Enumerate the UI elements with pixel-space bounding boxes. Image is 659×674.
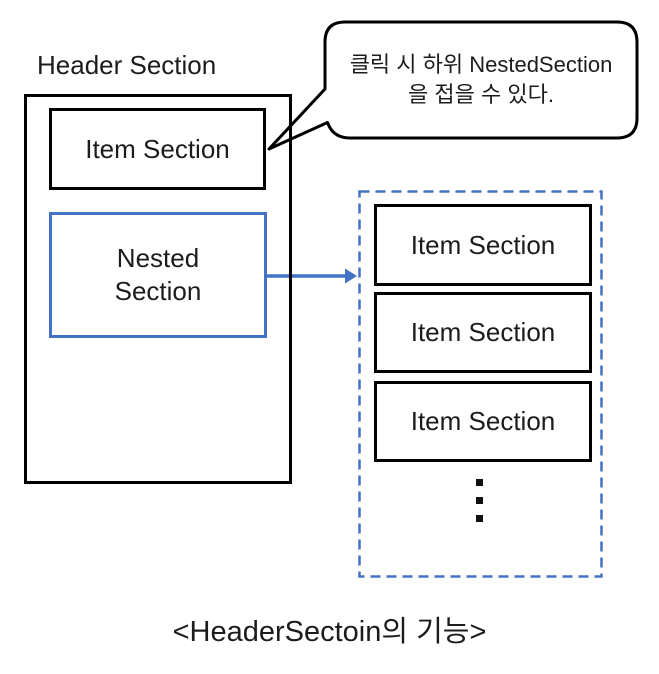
callout-text: 클릭 시 하위 NestedSection 을 접을 수 있다.	[325, 22, 637, 138]
callout-line2: 을 접을 수 있다.	[408, 82, 554, 107]
expanded-item-label: Item Section	[410, 406, 556, 436]
header-section-label: Header Section	[37, 50, 217, 80]
nested-section-label-line2: Section	[114, 276, 202, 306]
callout-line1: 클릭 시 하위 NestedSection	[349, 52, 613, 77]
expanded-item-label: Item Section	[410, 229, 556, 260]
ellipsis-dot	[476, 515, 483, 522]
header-section-box	[24, 94, 292, 484]
item-section-box: Item Section	[49, 108, 266, 190]
speech-bubble	[267, 20, 639, 151]
nested-section-label-line1: Nested	[116, 243, 200, 273]
expanded-item-label: Item Section	[410, 317, 556, 347]
expanded-item-section-2: Item Section	[374, 292, 592, 373]
ellipsis-dot	[476, 479, 483, 486]
expanded-item-section-1: Item Section	[374, 204, 592, 286]
ellipsis-dot	[476, 497, 483, 504]
expanded-item-section-3: Item Section	[374, 381, 592, 462]
item-section-label: Item Section	[85, 133, 230, 164]
expand-arrow-head	[345, 268, 357, 284]
nested-section-box: Nested Section	[49, 212, 267, 338]
caption: <HeaderSectoin의 기능>	[172, 616, 487, 648]
expanded-list-border	[358, 190, 603, 578]
vertical-ellipsis-icon	[476, 479, 484, 524]
